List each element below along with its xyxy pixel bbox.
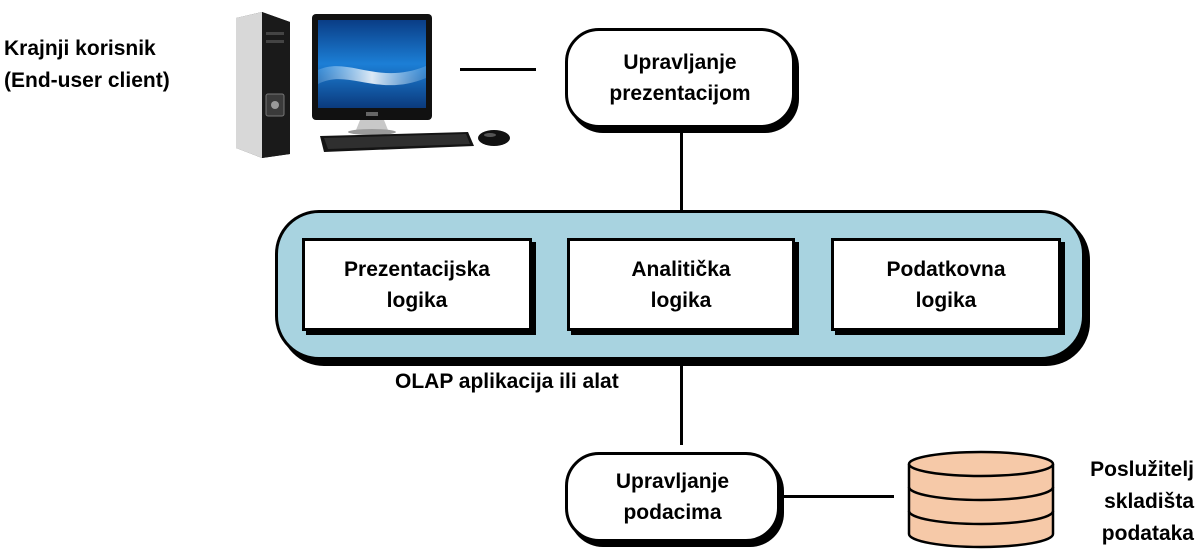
client-label-line2: (End-user client) [4, 69, 170, 92]
data-management-line2: podacima [623, 501, 722, 524]
warehouse-connector-line [782, 495, 894, 498]
presentation-logic-line2: logika [386, 288, 448, 312]
data-logic-line2: logika [915, 288, 977, 312]
presentation-logic-box: Prezentacijska logika [302, 238, 532, 331]
analytical-logic-line2: logika [650, 288, 712, 312]
presentation-management-line1: Upravljanje [623, 51, 737, 74]
warehouse-server-line3: podataka [1101, 522, 1194, 545]
client-label-line1: Krajnji korisnik [4, 37, 156, 60]
data-management-box: Upravljanje podacima [565, 452, 780, 542]
presentation-logic-line1: Prezentacijska [344, 257, 490, 281]
warehouse-server-label: Poslužitelj skladišta podataka [1068, 454, 1194, 550]
client-connector-line [460, 68, 536, 71]
data-management-line1: Upravljanje [615, 470, 730, 493]
data-logic-box: Podatkovna logika [831, 238, 1061, 331]
olap-caption: OLAP aplikacija ili alat [395, 370, 619, 393]
warehouse-server-line2: skladišta [1104, 490, 1194, 513]
database-cylinder-icon [903, 450, 1063, 550]
warehouse-server-line1: Poslužitelj [1090, 458, 1194, 481]
olap-data-connector [680, 363, 683, 445]
data-logic-line1: Podatkovna [886, 257, 1006, 281]
presentation-olap-connector [680, 133, 683, 210]
presentation-management-line2: prezentacijom [609, 82, 751, 105]
desktop-computer-icon [228, 8, 518, 158]
analytical-logic-box: Analitička logika [567, 238, 795, 331]
analytical-logic-line1: Analitička [631, 257, 731, 281]
client-label: Krajnji korisnik (End-user client) [4, 33, 204, 97]
presentation-management-box: Upravljanje prezentacijom [565, 28, 795, 128]
